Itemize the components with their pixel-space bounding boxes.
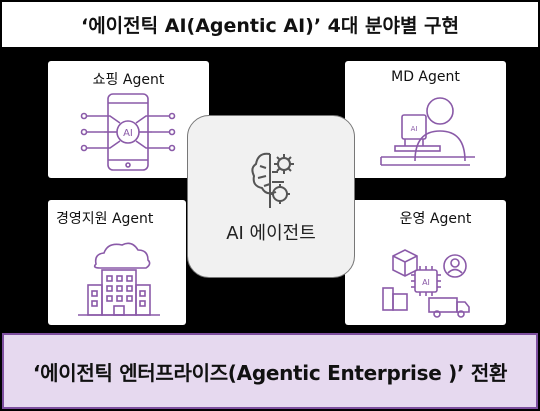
card-label: 운영 Agent — [399, 211, 472, 227]
svg-text:AI: AI — [422, 278, 430, 287]
ai-agent-label: AI 에이전트 — [226, 223, 316, 244]
md-person-laptop-icon: AI — [380, 97, 475, 166]
card-label: MD Agent — [391, 69, 460, 85]
card-md-agent: MD Agent AI — [345, 61, 506, 178]
card-shopping-agent: 쇼핑 Agent AI — [48, 61, 209, 178]
brain-gear-icon — [251, 152, 294, 208]
cloud-building-icon — [78, 242, 160, 316]
svg-text:AI: AI — [411, 125, 418, 133]
card-operations-agent: 운영 Agent AI — [345, 200, 506, 325]
logistics-ai-icon: AI — [382, 249, 470, 318]
ai-agent-hub: AI 에이전트 — [187, 115, 355, 278]
card-label: 쇼핑 Agent — [92, 72, 165, 88]
card-label: 경영지원 Agent — [56, 211, 154, 227]
page-title: ‘에이전틱 AI(Agentic AI)’ 4대 분야별 구현 — [2, 2, 538, 47]
svg-text:AI: AI — [123, 128, 133, 139]
card-management-support-agent: 경영지원 Agent — [48, 200, 186, 325]
smartphone-ai-icon: AI — [80, 93, 176, 171]
bottom-banner: ‘에이전틱 엔터프라이즈(Agentic Enterprise )’ 전환 — [2, 333, 538, 409]
